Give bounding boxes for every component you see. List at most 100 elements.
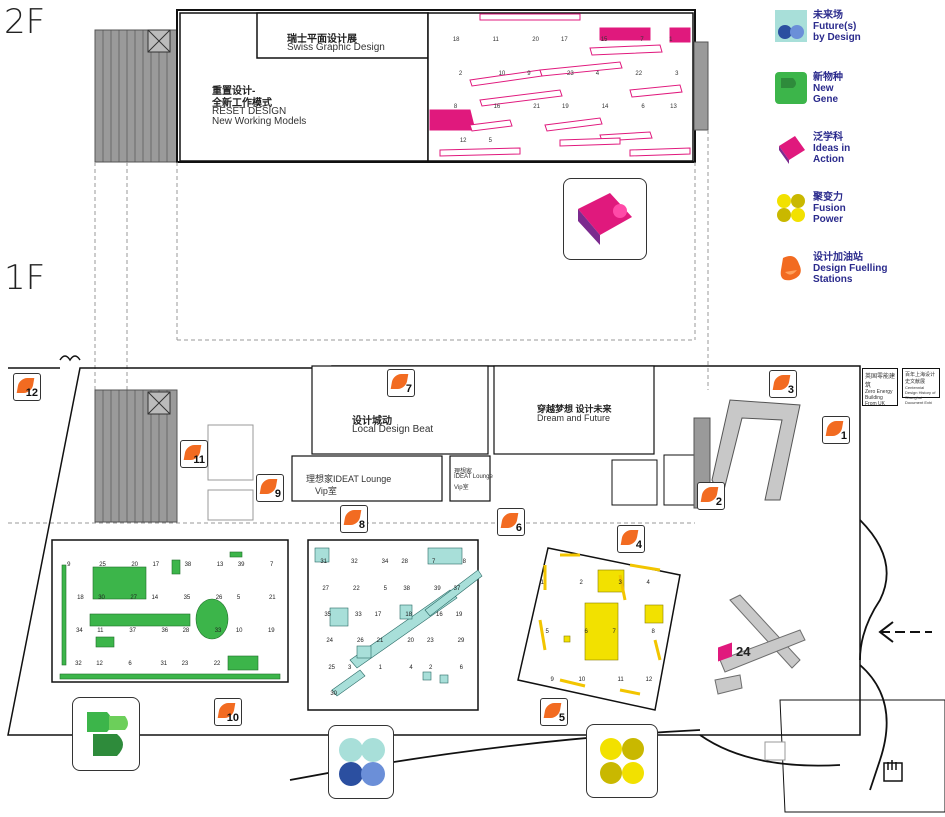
reset-room-subtitle-en: New Working Models	[212, 116, 307, 127]
stairs-2f-left	[94, 29, 178, 163]
booth-number: 23	[427, 638, 434, 645]
station-11[interactable]: 11	[180, 440, 208, 468]
swiss-room-title-en: Swiss Graphic Design	[287, 42, 385, 53]
station-number: 4	[635, 539, 642, 551]
stairs-1f-left	[94, 389, 178, 523]
station-5[interactable]: 5	[540, 698, 568, 726]
floor-label-2f: 2F	[4, 2, 46, 42]
dream-title-en: Dream and Future	[537, 413, 611, 423]
booth-number: 21	[533, 104, 540, 111]
booth-number: 3	[348, 664, 352, 671]
booth-number: 22	[213, 660, 221, 667]
lounge-small-cn: 理想家	[454, 469, 473, 475]
booth-number: 14	[151, 594, 159, 601]
station-4[interactable]: 4	[617, 525, 645, 553]
station-number: 11	[193, 454, 205, 466]
booth-number: 11	[492, 36, 499, 43]
booth-number: 1	[378, 664, 382, 671]
legend-label: 泛学科 Ideas in Action	[813, 132, 851, 165]
legend-label: 聚变力 Fusion Power	[813, 192, 846, 225]
booth-number: 5	[383, 585, 387, 592]
reset-room-title-en: RESET DESIGN	[212, 106, 287, 117]
lounge-small-vip: Vip室	[454, 485, 469, 491]
station-1[interactable]: 1	[822, 416, 850, 444]
booth-number: 7	[612, 628, 616, 635]
booth-number: 12	[645, 676, 653, 683]
station-8[interactable]: 8	[340, 505, 368, 533]
station-7[interactable]: 7	[387, 369, 415, 397]
fuel-legend-icon	[780, 256, 801, 281]
booth-number: 2	[458, 70, 463, 77]
booth-number: 33	[355, 611, 362, 618]
lounge-small-en: IDEAT Lounge	[454, 474, 493, 480]
booth-number: 31	[320, 559, 328, 566]
booth-number: 7	[640, 36, 644, 43]
zero-energy-en: Zero Energy Building From UK	[865, 389, 893, 407]
reset-room-title-cn: 重置设计-	[212, 86, 256, 97]
station-2[interactable]: 2	[697, 482, 725, 510]
booth-number: 4	[409, 664, 413, 671]
station-9[interactable]: 9	[256, 474, 284, 502]
booth-number: 28	[182, 627, 190, 634]
booth-number: 19	[267, 627, 275, 634]
booth-number: 8	[462, 559, 466, 566]
legend-futures: 未来场 Future(s) by Design	[775, 10, 861, 43]
station-number: 6	[515, 522, 522, 534]
station-3[interactable]: 3	[769, 370, 797, 398]
station-6[interactable]: 6	[497, 508, 525, 536]
booth-number: 4	[646, 580, 650, 587]
booth-number: 10	[235, 627, 243, 634]
century-design-box: 百年上海设计史文献展 Centennial Design History of …	[902, 368, 940, 405]
booth-number: 9	[67, 561, 71, 568]
booth-number: 12	[96, 660, 103, 667]
legend-new-gene: 新物种 New Gene	[775, 72, 843, 105]
station-12[interactable]: 12	[13, 373, 41, 401]
booth-number: 25	[99, 561, 106, 568]
booth-number: 23	[567, 70, 574, 77]
futures-icon	[339, 738, 385, 786]
booth-number: 38	[403, 585, 411, 592]
booth-number: 9	[527, 70, 531, 77]
booth-number: 29	[457, 638, 465, 645]
booth-number: 8	[453, 104, 458, 111]
booth-number: 2	[579, 580, 583, 587]
booth-number: 3	[675, 70, 679, 77]
booth-number: 6	[459, 664, 463, 671]
booth-number: 11	[617, 676, 624, 683]
booth-number: 8	[651, 628, 655, 635]
station-10[interactable]: 10	[214, 698, 242, 726]
booth-number: 34	[76, 627, 83, 634]
station-number: 10	[226, 712, 239, 724]
fusion-bubble	[586, 724, 658, 798]
ideas-zone-bubble	[563, 178, 647, 260]
booth-number: 28	[401, 559, 409, 566]
booth-24-label: 24	[736, 644, 751, 659]
booth-number: 32	[75, 660, 82, 667]
futures-legend-icon	[775, 10, 807, 42]
booth-number: 7	[432, 559, 436, 566]
booth-number: 26	[357, 638, 364, 645]
legend-label: 设计加油站 Design Fuelling Stations	[813, 252, 888, 285]
station-number: 7	[405, 383, 412, 395]
booth-number: 10	[578, 676, 586, 683]
booth-number: 5	[236, 594, 241, 601]
reset-room-subtitle-cn: 全新工作模式	[212, 98, 272, 109]
booth-number: 13	[670, 104, 677, 111]
station-number: 8	[358, 519, 365, 531]
ideas-icon	[578, 193, 632, 245]
booth-number: 23	[181, 660, 189, 667]
booth-number: 30	[98, 594, 105, 601]
booth-number: 1	[540, 580, 544, 587]
booth-number: 18	[405, 611, 413, 618]
booth-number: 6	[584, 628, 588, 635]
dream-title-cn: 穿越梦想 设计未来	[537, 404, 612, 414]
booth-number: 16	[493, 104, 501, 111]
booth-number: 20	[407, 638, 415, 645]
booth-number: 17	[152, 561, 160, 568]
booth-number: 20	[532, 36, 539, 43]
booth-number: 36	[161, 627, 169, 634]
legend-fuel: 设计加油站 Design Fuelling Stations	[775, 252, 887, 285]
booth-number: 17	[374, 611, 382, 618]
booth-number: 37	[453, 585, 461, 592]
